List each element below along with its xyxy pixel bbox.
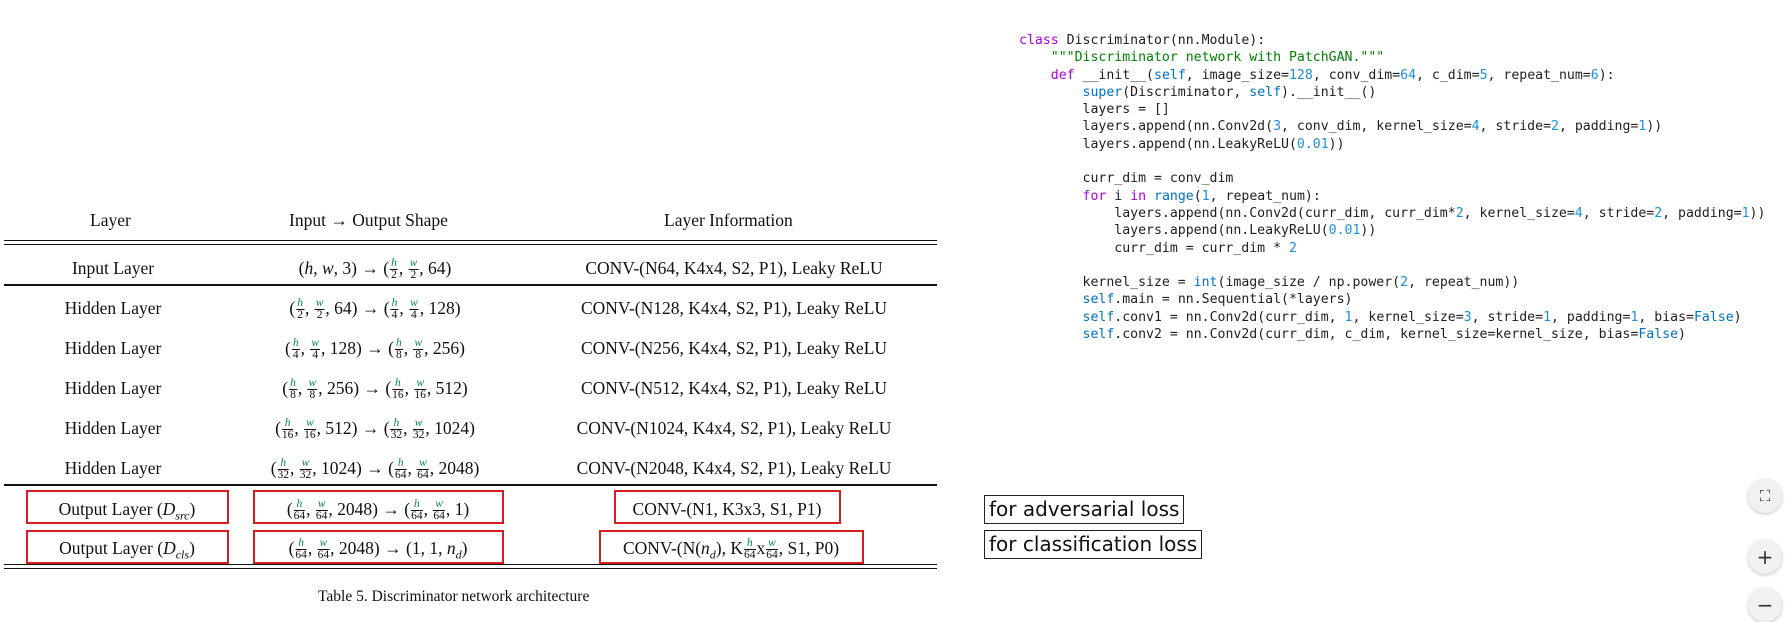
architecture-table: Layer Input → Output Shape Layer Informa… — [4, 210, 937, 605]
top-rule-2 — [4, 244, 937, 246]
dcls-layer-highlight — [26, 530, 229, 564]
rule-after-input — [4, 284, 937, 286]
row-layer: Output Layer (Dcls) — [59, 538, 195, 562]
row-info: CONV-(N1024, K4x4, S2, P1), Leaky ReLU — [576, 418, 892, 438]
row-layer: Hidden Layer — [64, 378, 162, 398]
code-line: """Discriminator network with PatchGAN."… — [1050, 50, 1385, 66]
dcls-shape-highlight — [253, 530, 504, 564]
row-layer: Hidden Layer — [64, 418, 162, 438]
code-line: def __init__(self, image_size=128, conv_… — [1050, 67, 1615, 83]
header-shape: Input → Output Shape — [289, 210, 448, 230]
bottom-rule-1 — [4, 564, 937, 566]
code-line: curr_dim = conv_dim — [1019, 171, 1234, 187]
code-line: layers.append(nn.LeakyReLU(0.01)) — [1019, 223, 1377, 239]
code-line: layers.append(nn.Conv2d(curr_dim, curr_d… — [1019, 205, 1766, 221]
row-layer: Output Layer (Dsrc) — [58, 499, 196, 523]
code-line: class Discriminator(nn.Module): — [1019, 33, 1266, 48]
code-line: super(Discriminator, self).__init__() — [1082, 84, 1377, 100]
zoom-out-button[interactable]: − — [1748, 588, 1782, 622]
row-info: CONV-(N64, K4x4, S2, P1), Leaky ReLU — [585, 258, 883, 278]
row-info: CONV-(N128, K4x4, S2, P1), Leaky ReLU — [580, 298, 888, 318]
zoom-in-button[interactable]: + — [1748, 540, 1782, 574]
header-layer: Layer — [90, 210, 131, 230]
code-line: self.conv2 = nn.Conv2d(curr_dim, c_dim, … — [1082, 327, 1686, 343]
dsrc-shape-highlight — [253, 490, 504, 524]
row-info: CONV-(N256, K4x4, S2, P1), Leaky ReLU — [580, 338, 888, 358]
row-info: CONV-(N1, K3x3, S1, P1) — [632, 499, 822, 519]
rule-after-hidden — [4, 484, 937, 486]
code-line: layers = [] — [1019, 102, 1170, 118]
row-layer: Hidden Layer — [64, 458, 162, 478]
table-caption: Table 5. Discriminator network architect… — [318, 588, 590, 605]
dsrc-info-highlight — [614, 490, 841, 524]
header-info: Layer Information — [664, 210, 793, 230]
row-layer: Hidden Layer — [64, 338, 162, 358]
code-line: for i in range(1, repeat_num): — [1082, 188, 1321, 204]
code-line: layers.append(nn.Conv2d(3, conv_dim, ker… — [1019, 119, 1663, 135]
bottom-rule-2 — [4, 568, 937, 570]
dcls-info-highlight — [599, 530, 864, 564]
code-line: self.conv1 = nn.Conv2d(curr_dim, 1, kern… — [1082, 309, 1742, 325]
row-info: CONV-(N2048, K4x4, S2, P1), Leaky ReLU — [576, 458, 892, 478]
top-rule-1 — [4, 240, 937, 242]
code-line: kernel_size = int(image_size / np.power(… — [1019, 275, 1520, 291]
row-layer: Input Layer — [71, 258, 155, 278]
code-line: curr_dim = curr_dim * 2 — [1019, 240, 1297, 256]
row-info: CONV-(N512, K4x4, S2, P1), Leaky ReLU — [580, 378, 888, 398]
expand-icon[interactable]: ⛶ — [1748, 479, 1782, 513]
row-layer: Hidden Layer — [64, 298, 162, 318]
code-line: layers.append(nn.LeakyReLU(0.01)) — [1019, 136, 1345, 152]
adversarial-loss-note: for adversarial loss — [984, 495, 1185, 524]
classification-loss-note: for classification loss — [984, 530, 1203, 559]
dsrc-layer-highlight — [26, 490, 229, 524]
code-line: self.main = nn.Sequential(*layers) — [1082, 292, 1353, 308]
discriminator-code: class Discriminator(nn.Module): """Discr… — [1019, 32, 1765, 343]
